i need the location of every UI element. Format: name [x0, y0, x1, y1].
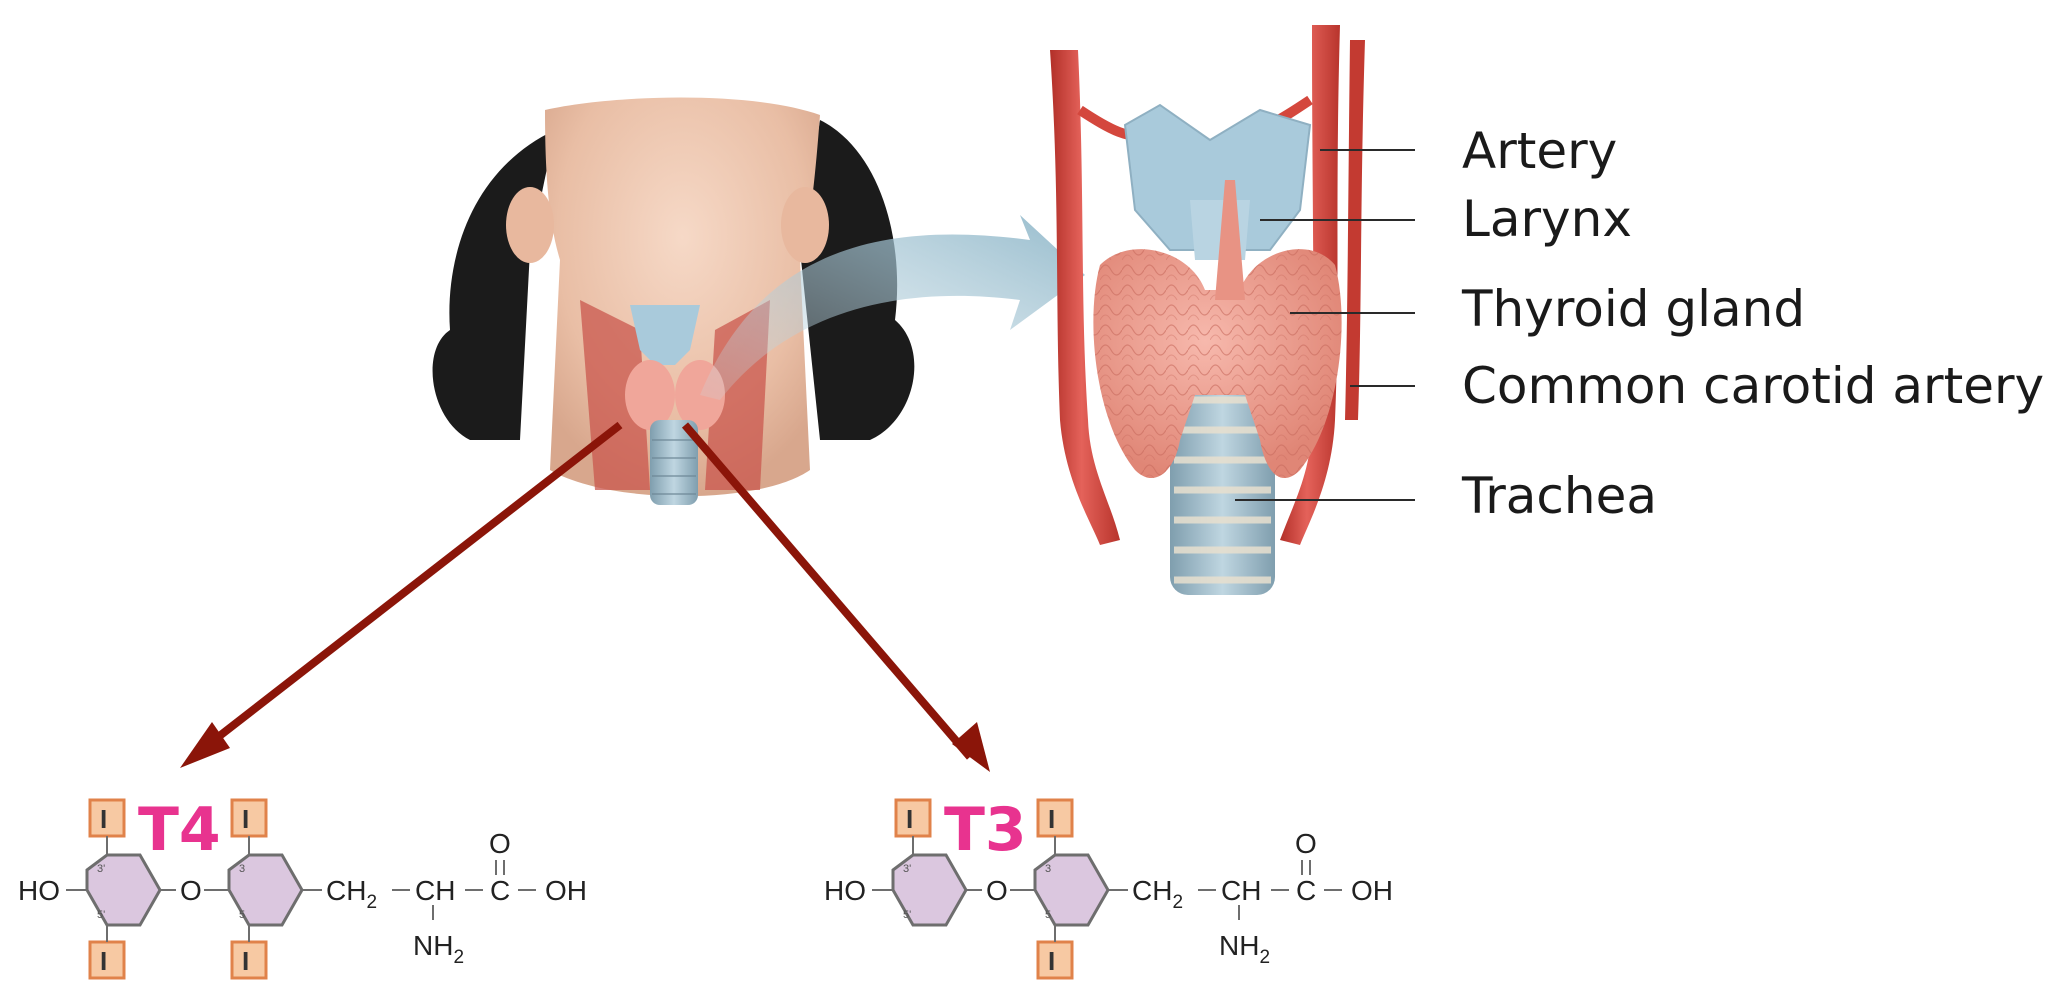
t3-iodine-top-right: I — [1036, 798, 1074, 838]
svg-text:OH: OH — [545, 875, 587, 906]
svg-text:OH: OH — [1351, 875, 1393, 906]
svg-text:C: C — [490, 875, 510, 906]
svg-text:CH2: CH2 — [326, 875, 377, 913]
t4-ring-right — [227, 853, 304, 927]
t4-label: T4 — [138, 795, 221, 865]
svg-text:NH2: NH2 — [413, 930, 464, 968]
svg-text:I: I — [906, 804, 913, 834]
t3-label: T3 — [944, 795, 1027, 865]
svg-text:O: O — [1295, 828, 1317, 859]
svg-text:O: O — [489, 828, 511, 859]
svg-text:I: I — [242, 946, 249, 976]
secretion-arrows — [180, 421, 990, 772]
svg-text:O: O — [986, 875, 1008, 906]
svg-text:I: I — [1048, 946, 1055, 976]
svg-text:5: 5 — [1045, 909, 1051, 921]
label-common-carotid-artery: Common carotid artery — [1462, 357, 2044, 415]
leader-lines — [1235, 149, 1415, 501]
neck-illustration — [432, 97, 915, 505]
svg-text:C: C — [1296, 875, 1316, 906]
svg-text:5': 5' — [97, 909, 105, 921]
svg-text:I: I — [100, 946, 107, 976]
t3-ring-right — [1033, 853, 1110, 927]
svg-text:O: O — [180, 875, 202, 906]
svg-text:5: 5 — [239, 909, 245, 921]
svg-text:CH2: CH2 — [1132, 875, 1183, 913]
thyroid-detail-illustration — [1050, 25, 1365, 595]
t4-iodine-bottom-left: I — [88, 940, 126, 980]
svg-text:I: I — [1048, 804, 1055, 834]
label-trachea: Trachea — [1461, 467, 1657, 525]
t4-iodine-top-right: I — [230, 798, 268, 838]
svg-text:3': 3' — [903, 863, 911, 875]
zoom-arrow — [700, 215, 1085, 400]
svg-text:NH2: NH2 — [1219, 930, 1270, 968]
label-artery: Artery — [1462, 122, 1617, 180]
svg-text:CH: CH — [1221, 875, 1261, 906]
label-thyroid-gland: Thyroid gland — [1461, 280, 1805, 338]
svg-text:CH: CH — [415, 875, 455, 906]
svg-text:HO: HO — [824, 875, 866, 906]
label-larynx: Larynx — [1462, 190, 1632, 248]
svg-text:HO: HO — [18, 875, 60, 906]
t3-ring-left — [891, 853, 968, 927]
svg-text:3: 3 — [239, 863, 245, 875]
t4-ring-left — [85, 853, 162, 927]
svg-text:5': 5' — [903, 909, 911, 921]
t3-iodine-top-left: I — [894, 798, 932, 838]
svg-text:3: 3 — [1045, 863, 1051, 875]
t4-iodine-top-left: I — [88, 798, 126, 838]
t4-molecule: I I I I T4 3' 5' 3 5 HO O — [18, 795, 587, 980]
t3-molecule: I I I T3 3' 5' 3 5 HO O CH2 CH C OH O NH… — [824, 795, 1393, 980]
t4-iodine-bottom-right: I — [230, 940, 268, 980]
arrow-to-t4 — [192, 421, 623, 759]
arrow-to-t3 — [681, 422, 974, 760]
svg-text:I: I — [100, 804, 107, 834]
t3-iodine-bottom-right: I — [1036, 940, 1074, 980]
svg-text:I: I — [242, 804, 249, 834]
svg-text:3': 3' — [97, 863, 105, 875]
